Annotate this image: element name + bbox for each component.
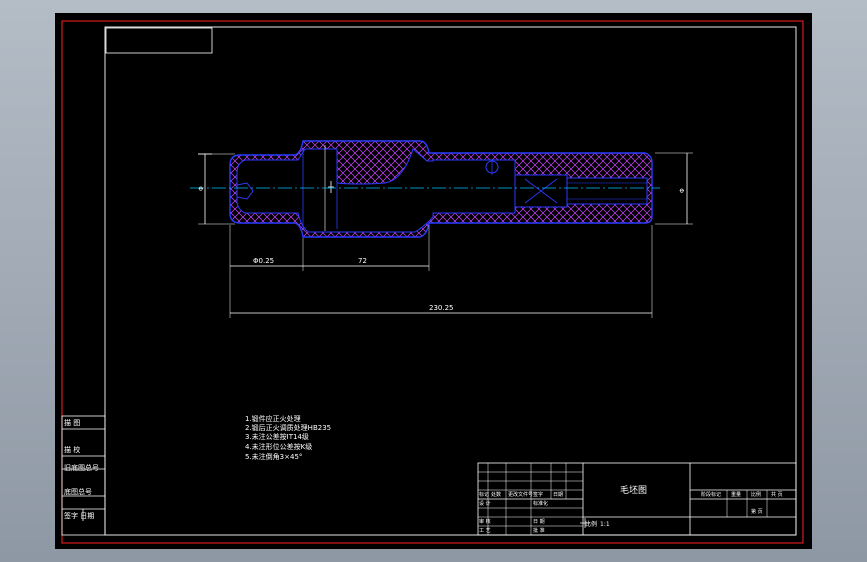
tb-date: 日期 [553, 492, 563, 498]
scale-label: 比例 [585, 520, 597, 528]
title-block: 标记 处数 更改文件号 签字 日期 设 计 标准化 审 核 日 期 工 艺 批 … [477, 462, 797, 536]
dim-overall-length: 230.25 [429, 304, 454, 312]
finished-part-left [236, 148, 516, 233]
side-table: 描 图 描 校 旧底图总号 底图总号 签字 日期 [61, 415, 106, 536]
tb-stage: 阶段标记 [701, 491, 721, 498]
length-dimensions: Φ0.25 72 230.25 [229, 225, 653, 318]
diameter-dimensions: Φ Φ [198, 152, 693, 225]
outer-red-frame [61, 20, 804, 544]
dim-middle-segment: 72 [358, 257, 367, 265]
tb-review-date: 日 期 [533, 519, 545, 525]
tb-sign: 签字 [533, 491, 543, 498]
note-3: 3.未注公差按IT14级 [245, 432, 309, 441]
tb-review: 审 核 [479, 518, 491, 525]
dim-left-segment: Φ0.25 [253, 257, 274, 265]
note-2: 2.锻后正火调质处理HB235 [245, 423, 331, 432]
tb-weight: 重量 [731, 491, 741, 498]
threaded-bore [566, 177, 648, 205]
svg-text:Φ: Φ [679, 188, 686, 193]
side-label-check: 描 校 [64, 445, 80, 454]
note-5: 5.未注倒角3×45° [245, 452, 302, 461]
shaft-blank [190, 140, 660, 238]
technical-notes: 1.锻件应正火处理 2.锻后正火调质处理HB235 3.未注公差按IT14级 4… [245, 414, 331, 461]
tb-mark: 标记 [479, 491, 489, 498]
tb-approve: 批 准 [533, 527, 545, 534]
side-label-old-number: 旧底图总号 [64, 463, 99, 472]
side-label-sign-date: 签字 日期 [64, 511, 94, 520]
crosshair-cursor [580, 518, 590, 528]
drawing-canvas: Φ Φ Φ0.25 72 230.25 1.锻件应正火处理 2.锻后正火调质处理… [61, 20, 804, 544]
drawing-title: 毛坯图 [620, 484, 647, 496]
scale-value: 1:1 [600, 521, 610, 528]
tb-count: 处数 [491, 491, 501, 498]
svg-text:Φ: Φ [198, 186, 205, 191]
side-label-base-number: 底图总号 [64, 487, 92, 496]
tb-ratio: 比例 [751, 491, 761, 498]
tb-change: 更改文件号 [508, 491, 533, 498]
note-4: 4.未注形位公差按K级 [245, 442, 312, 451]
cad-viewport[interactable]: Φ Φ Φ0.25 72 230.25 1.锻件应正火处理 2.锻后正火调质处理… [55, 13, 812, 549]
top-left-code-box [105, 27, 213, 54]
tb-standard: 标准化 [533, 500, 548, 507]
tb-design: 设 计 [479, 500, 491, 507]
side-label-drawing: 描 图 [64, 418, 80, 427]
tb-page: 第 页 [751, 508, 763, 515]
tb-process: 工 艺 [479, 528, 491, 534]
drawing-frame [104, 26, 797, 536]
note-1: 1.锻件应正火处理 [245, 414, 301, 423]
tb-total-pages: 共 页 [771, 491, 783, 498]
